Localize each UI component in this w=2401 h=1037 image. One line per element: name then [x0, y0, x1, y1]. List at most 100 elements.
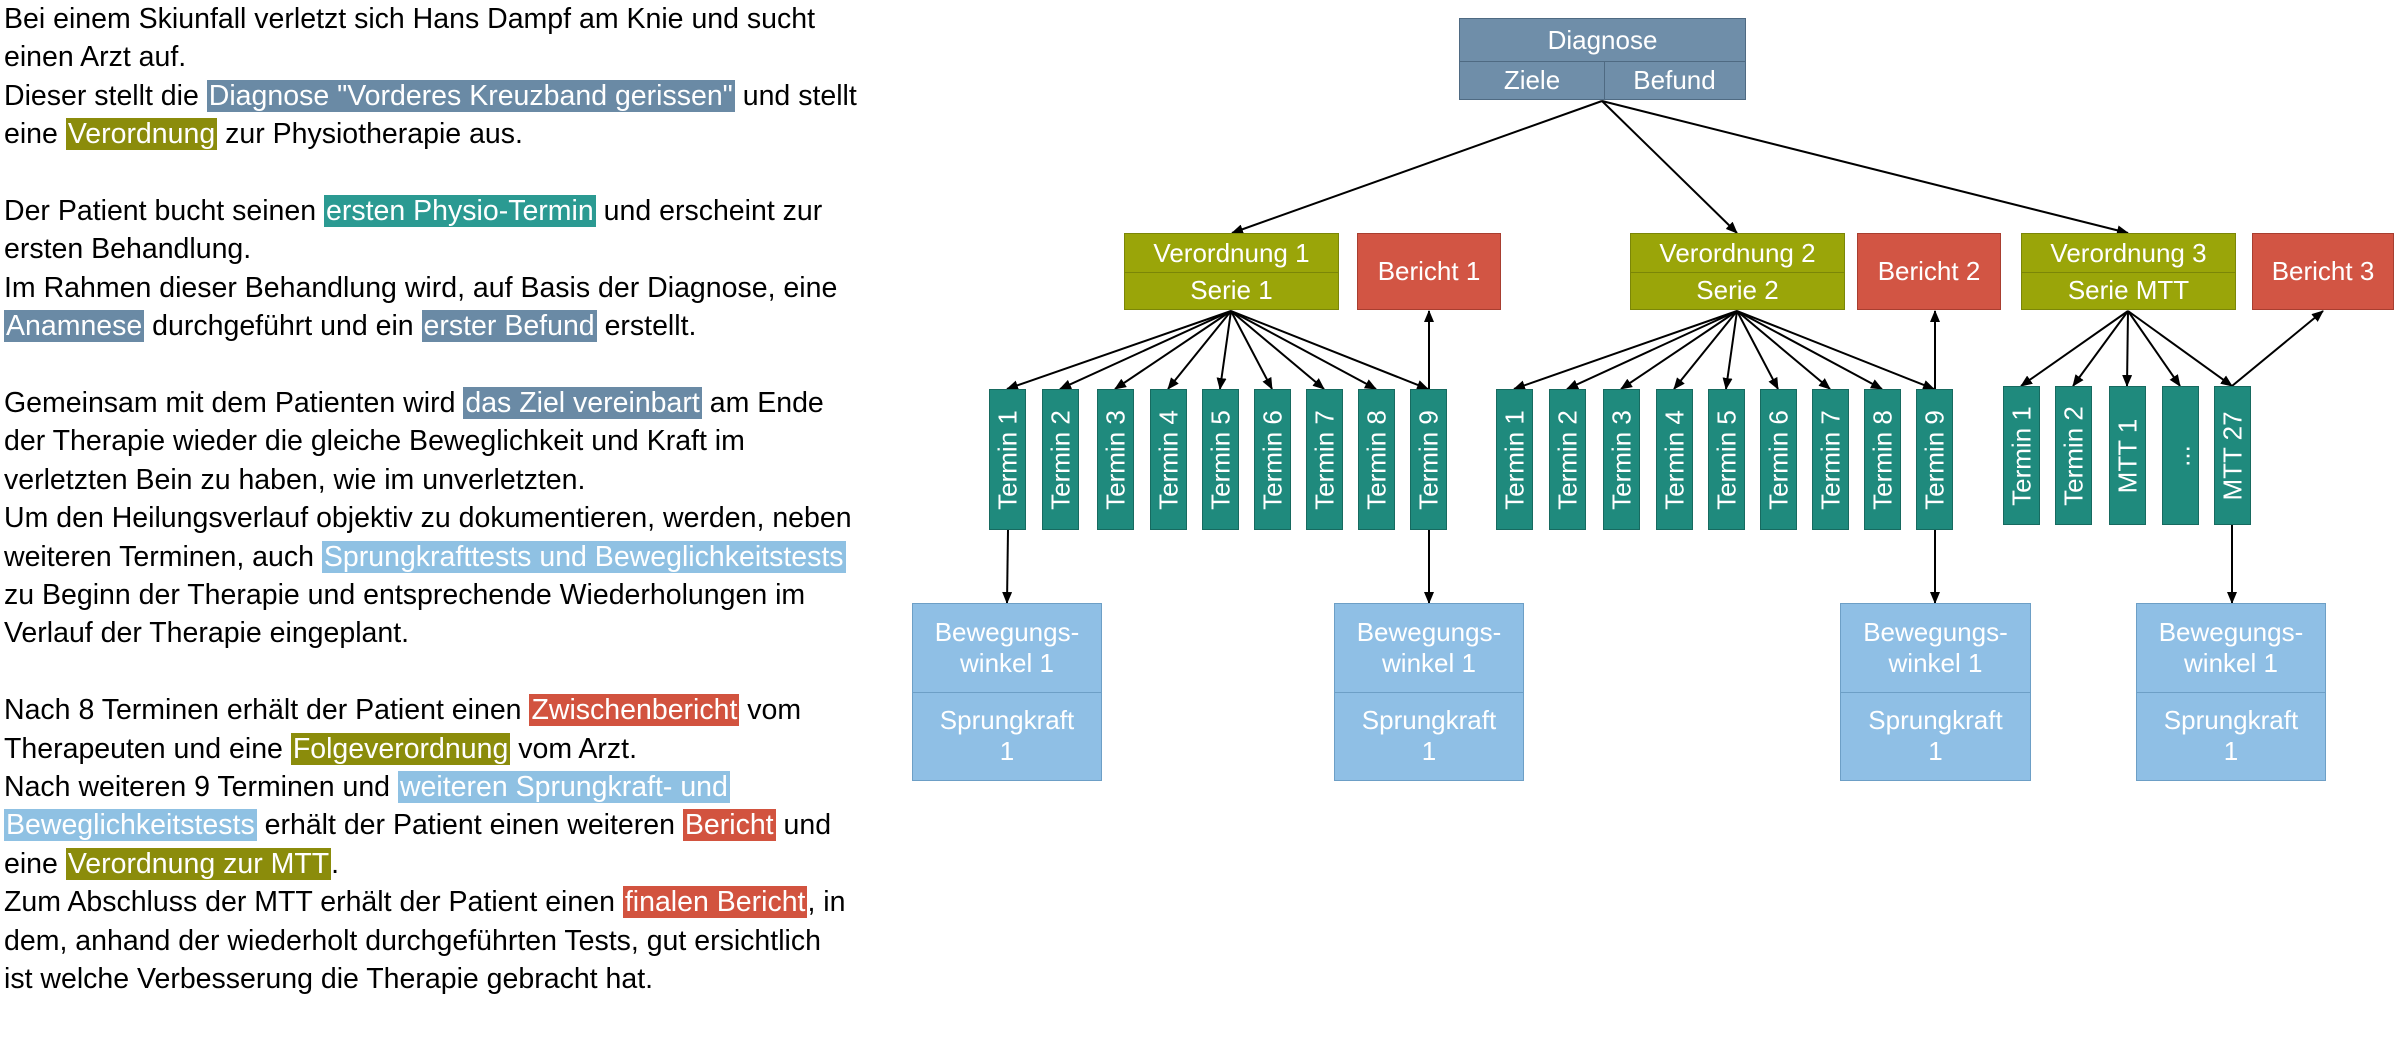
termin-box: Termin 7: [1812, 389, 1849, 530]
befund-label: Befund: [1633, 64, 1716, 95]
story-text: zur Physiotherapie aus.: [217, 118, 523, 151]
highlight-report: Zwischenbericht: [529, 694, 740, 727]
story-text: Gemeinsam mit dem Patienten wird: [4, 387, 464, 420]
story-text: Therapeuten und eine: [4, 732, 291, 765]
story-text: zu Beginn der Therapie und entsprechende…: [4, 579, 806, 612]
bericht-box: Bericht 2: [1857, 233, 2001, 310]
connector-arrows: [1002, 100, 2324, 604]
termin-box: Termin 5: [1708, 389, 1745, 530]
termin-box: Termin 6: [1760, 389, 1797, 530]
diagnose-box: Diagnose Ziele Befund: [1459, 18, 1746, 100]
highlight-vo: Verordnung zur MTT: [65, 847, 332, 880]
connector-arrow: [2020, 310, 2129, 387]
highlight-test: weiteren Sprungkraft- und: [397, 771, 730, 804]
termin-box: Termin 2: [1042, 389, 1079, 530]
therapy-diagram: Diagnose Ziele Befund Verordnung 1 Serie…: [912, 18, 2394, 781]
connector-arrow: [1167, 310, 1232, 390]
connector-arrow: [1736, 310, 1831, 390]
bewegungswinkel-label: Bewegungs- winkel 1: [1841, 604, 2030, 693]
story-text: und stellt: [734, 79, 857, 112]
termin-label: Termin 6: [1257, 409, 1287, 510]
termin-label: Termin 5: [1711, 409, 1741, 510]
story-text: , in: [807, 886, 846, 919]
termin-label: Termin 9: [1919, 409, 1949, 510]
story-line: Nach weiteren 9 Terminen und weiteren Sp…: [4, 768, 884, 806]
story-line: Bei einem Skiunfall verletzt sich Hans D…: [4, 0, 884, 38]
termin-box: Termin 2: [2055, 386, 2092, 525]
connector-arrow: [1230, 310, 1325, 390]
termin-box: Termin 7: [1306, 389, 1343, 530]
story-text: erstellt.: [596, 310, 697, 343]
connector-arrow: [1736, 310, 1779, 390]
serie-label: Serie MTT: [2067, 275, 2190, 305]
termin-label: Termin 8: [1361, 409, 1391, 510]
termin-label: Termin 1: [2006, 405, 2036, 506]
story-text: ist welche Verbesserung die Therapie geb…: [4, 963, 654, 996]
bericht-box: Bericht 3: [2252, 233, 2394, 310]
story-line: ersten Behandlung.: [4, 230, 884, 268]
termin-box: MTT 27: [2214, 386, 2251, 525]
test-box: Bewegungs- winkel 1 Sprungkraft 1: [2136, 603, 2326, 781]
test-box: Bewegungs- winkel 1 Sprungkraft 1: [1334, 603, 1524, 781]
story-text: durchgeführt und ein: [144, 310, 422, 343]
termin-box: ...: [2162, 386, 2199, 525]
termin-label: Termin 3: [1606, 409, 1636, 510]
story-text: verletzten Bein zu haben, wie im unverle…: [4, 463, 586, 496]
termin-label: Termin 3: [1100, 409, 1130, 510]
story-text: Nach 8 Terminen erhält der Patient einen: [4, 694, 530, 727]
connector-arrow: [1673, 310, 1738, 390]
story-text: und: [775, 809, 832, 842]
bewegungswinkel-label: Bewegungs- winkel 1: [1335, 604, 1523, 693]
verordnung-box: Verordnung 3 Serie MTT: [2021, 233, 2236, 310]
story-text: Im Rahmen dieser Behandlung wird, auf Ba…: [4, 271, 838, 304]
story-text: eine: [4, 118, 66, 151]
scenario-text: Bei einem Skiunfall verletzt sich Hans D…: [4, 0, 884, 1037]
highlight-vo: Verordnung: [65, 118, 218, 151]
highlight-diag: Anamnese: [4, 310, 145, 343]
highlight-diag: erster Befund: [421, 310, 597, 343]
story-line: Dieser stellt die Diagnose "Vorderes Kre…: [4, 77, 884, 115]
story-line: Verlauf der Therapie eingeplant.: [4, 614, 884, 652]
connector-arrow: [1059, 310, 1232, 390]
sprungkraft-label: Sprungkraft 1: [1361, 705, 1497, 766]
connector-arrow: [1216, 310, 1232, 390]
verordnung-box: Verordnung 2 Serie 2: [1630, 233, 1845, 310]
story-line: eine Verordnung zur MTT.: [4, 845, 884, 883]
story-text: Zum Abschluss der MTT erhält der Patient…: [4, 886, 623, 919]
test-box: Bewegungs- winkel 1 Sprungkraft 1: [1840, 603, 2031, 781]
termin-label: Termin 5: [1205, 409, 1235, 510]
story-line: ist welche Verbesserung die Therapie geb…: [4, 960, 884, 998]
story-text: einen Arzt auf.: [4, 41, 187, 74]
termin-box: Termin 8: [1864, 389, 1901, 530]
diagnose-title: Diagnose: [1460, 19, 1745, 62]
verordnung-box: Verordnung 1 Serie 1: [1124, 233, 1339, 310]
highlight-test: Sprungkrafttests und Beweglichkeitstests: [321, 540, 846, 573]
highlight-test: Beweglichkeitstests: [4, 809, 257, 842]
connector-arrow: [1736, 310, 1883, 390]
story-text: am Ende: [701, 387, 824, 420]
termin-label: ...: [2165, 444, 2195, 467]
story-text: Um den Heilungsverlauf objektiv zu dokum…: [4, 502, 852, 535]
connector-arrow: [1230, 310, 1429, 390]
story-line: Um den Heilungsverlauf objektiv zu dokum…: [4, 499, 884, 537]
verordnung-title: Verordnung 2: [1631, 234, 1844, 273]
serie-label: Serie 2: [1696, 275, 1779, 305]
story-text: ersten Behandlung.: [4, 233, 252, 266]
connector-arrow: [1620, 310, 1738, 390]
ziele-label: Ziele: [1460, 61, 1605, 99]
termin-box: Termin 6: [1254, 389, 1291, 530]
story-text: eine: [4, 847, 66, 880]
sprungkraft-label: Sprungkraft 1: [939, 705, 1075, 766]
connector-arrow: [1230, 310, 1377, 390]
story-line: Anamnese durchgeführt und ein erster Bef…: [4, 307, 884, 345]
story-paragraph: Nach 8 Terminen erhält der Patient einen…: [4, 691, 884, 998]
story-line: Nach 8 Terminen erhält der Patient einen…: [4, 691, 884, 729]
verordnung-title: Verordnung 1: [1125, 234, 1338, 273]
highlight-report: Bericht: [682, 809, 776, 842]
termin-box: Termin 9: [1916, 389, 1953, 530]
termin-box: Termin 8: [1358, 389, 1395, 530]
connector-arrow: [1231, 100, 1603, 235]
highlight-report: finalen Bericht: [622, 886, 808, 919]
story-text: und erscheint zur: [595, 195, 823, 228]
connector-arrow: [1230, 310, 1273, 390]
